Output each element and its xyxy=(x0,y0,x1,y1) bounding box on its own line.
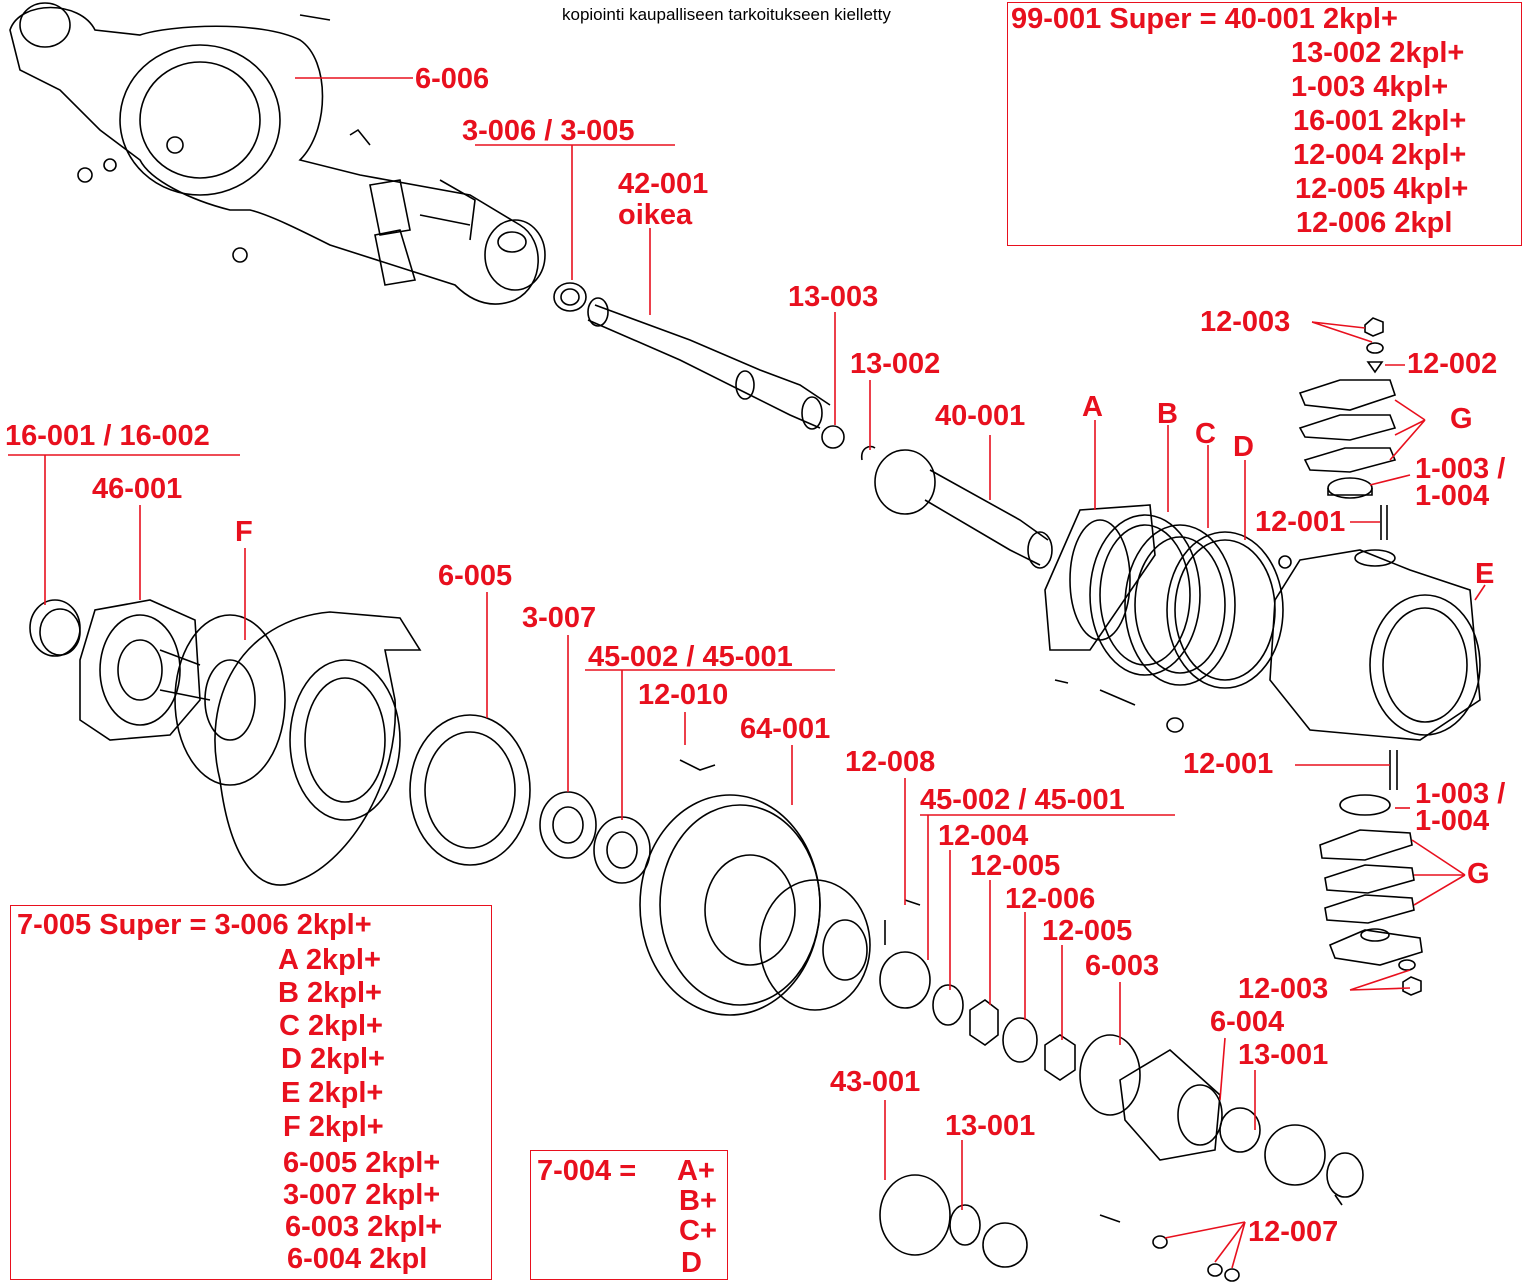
inner-shaft-drawing xyxy=(553,282,876,461)
kit-7-005-line: F 2kpl+ xyxy=(283,1111,384,1143)
kit-7-004-line: D xyxy=(681,1247,702,1279)
kit-7-005-line: B 2kpl+ xyxy=(278,977,382,1009)
kit-7-005-title: 7-005 Super = 3-006 2kpl+ xyxy=(17,909,372,941)
label-45-002-45-001-b: 45-002 / 45-001 xyxy=(920,784,1125,816)
kit-99-001-box: 99-001 Super = 40-001 2kpl+ 13-002 2kpl+… xyxy=(1007,2,1522,246)
label-b: B xyxy=(1157,398,1178,430)
label-12-010: 12-010 xyxy=(638,679,729,711)
label-12-002: 12-002 xyxy=(1407,348,1498,380)
label-3-007: 3-007 xyxy=(522,602,597,634)
label-46-001: 46-001 xyxy=(92,473,183,505)
label-12-007: 12-007 xyxy=(1248,1216,1339,1248)
label-16-001-16-002: 16-001 / 16-002 xyxy=(5,420,210,452)
label-g-bottom: G xyxy=(1467,858,1490,890)
label-1-004-bottom: 1-004 xyxy=(1415,805,1490,837)
kit-99-001-line: 1-003 4kpl+ xyxy=(1291,71,1449,103)
label-45-002-45-001-a: 45-002 / 45-001 xyxy=(588,641,793,673)
kit-7-005-line: 3-007 2kpl+ xyxy=(283,1179,441,1211)
kit-7-004-line: C+ xyxy=(679,1215,717,1247)
kit-7-005-line: E 2kpl+ xyxy=(281,1077,384,1109)
label-12-005-a: 12-005 xyxy=(970,850,1061,882)
seal-rings-drawing xyxy=(1044,504,1284,689)
label-6-004: 6-004 xyxy=(1210,1006,1285,1038)
label-g-top: G xyxy=(1450,403,1473,435)
label-12-003-bottom: 12-003 xyxy=(1238,973,1329,1005)
kit-7-004-line: B+ xyxy=(679,1185,717,1217)
knuckle-bottom-parts-drawing xyxy=(1319,750,1423,996)
kit-99-001-line: 12-005 4kpl+ xyxy=(1295,173,1469,205)
label-e: E xyxy=(1475,558,1495,590)
label-1-003-top: 1-003 / xyxy=(1415,453,1506,485)
kit-7-005-line: A 2kpl+ xyxy=(278,944,381,976)
copyright-note: kopiointi kaupalliseen tarkoitukseen kie… xyxy=(562,5,891,24)
freewheel-hub-drawing xyxy=(879,1034,1364,1282)
label-a: A xyxy=(1082,391,1103,423)
label-12-008: 12-008 xyxy=(845,746,936,778)
label-12-003-top: 12-003 xyxy=(1200,306,1291,338)
kit-99-001-title: 99-001 Super = 40-001 2kpl+ xyxy=(1011,3,1398,35)
label-64-001: 64-001 xyxy=(740,713,831,745)
label-3-006-3-005: 3-006 / 3-005 xyxy=(462,115,635,147)
kit-7-005-line: 6-005 2kpl+ xyxy=(283,1147,441,1179)
left-parts-drawing xyxy=(29,599,651,886)
label-12-005-b: 12-005 xyxy=(1042,915,1133,947)
kit-7-005-line: D 2kpl+ xyxy=(281,1043,385,1075)
kit-99-001-line: 12-006 2kpl xyxy=(1296,207,1453,239)
kit-7-004-box: 7-004 = A+ B+ C+ D xyxy=(530,1150,728,1280)
kit-7-005-box: 7-005 Super = 3-006 2kpl+ A 2kpl+ B 2kpl… xyxy=(10,905,492,1280)
kit-7-005-line: C 2kpl+ xyxy=(279,1010,383,1042)
label-40-001: 40-001 xyxy=(935,400,1026,432)
kit-7-004-title: 7-004 = xyxy=(537,1155,637,1187)
label-12-004: 12-004 xyxy=(938,820,1029,852)
label-12-001-top: 12-001 xyxy=(1255,506,1346,538)
label-12-006: 12-006 xyxy=(1005,883,1096,915)
label-oikea: oikea xyxy=(618,199,693,231)
label-6-003: 6-003 xyxy=(1085,950,1160,982)
knuckle-top-parts-drawing xyxy=(1298,317,1397,540)
outer-shaft-drawing xyxy=(874,449,1053,569)
label-13-001-b: 13-001 xyxy=(945,1110,1036,1142)
axle-housing-drawing xyxy=(9,2,546,305)
label-d: D xyxy=(1233,431,1254,463)
label-13-002: 13-002 xyxy=(850,348,941,380)
brake-disc-drawing xyxy=(639,759,1076,1081)
label-1-003-bottom: 1-003 / xyxy=(1415,778,1506,810)
kit-99-001-line: 13-002 2kpl+ xyxy=(1291,37,1465,69)
knuckle-drawing xyxy=(1054,549,1481,741)
kit-7-005-line: 6-003 2kpl+ xyxy=(285,1211,443,1243)
label-f: F xyxy=(235,516,253,548)
label-6-006: 6-006 xyxy=(415,63,490,95)
label-1-004-top: 1-004 xyxy=(1415,480,1490,512)
label-6-005: 6-005 xyxy=(438,560,513,592)
label-42-001: 42-001 xyxy=(618,168,709,200)
kit-99-001-line: 16-001 2kpl+ xyxy=(1293,105,1467,137)
label-13-001-a: 13-001 xyxy=(1238,1039,1329,1071)
kit-99-001-line: 12-004 2kpl+ xyxy=(1293,139,1467,171)
label-43-001: 43-001 xyxy=(830,1066,921,1098)
label-12-001-bottom: 12-001 xyxy=(1183,748,1274,780)
label-c: C xyxy=(1195,418,1216,450)
kit-7-005-line: 6-004 2kpl xyxy=(287,1243,428,1275)
kit-7-004-line: A+ xyxy=(677,1155,715,1187)
leader-lines xyxy=(8,77,1486,1269)
label-13-003: 13-003 xyxy=(788,281,879,313)
